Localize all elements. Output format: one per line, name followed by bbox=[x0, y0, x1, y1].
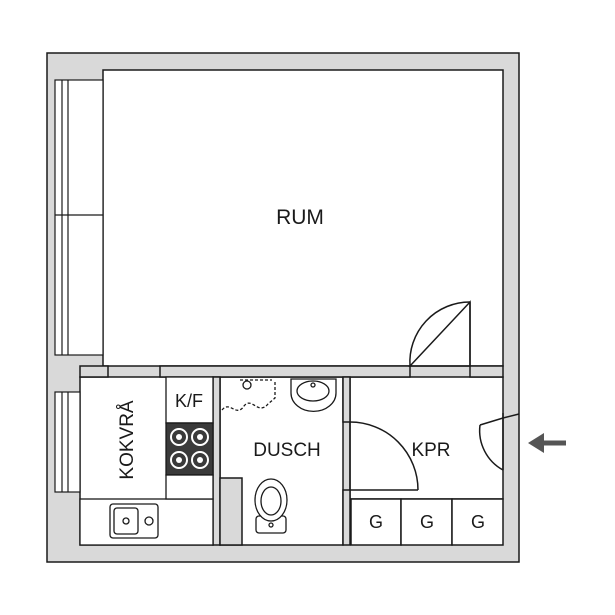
left-windows bbox=[54, 79, 104, 493]
partition-horizontal bbox=[159, 365, 411, 378]
door-bath bbox=[349, 421, 419, 491]
closets bbox=[350, 498, 504, 546]
room-label-kf: K/F bbox=[175, 391, 203, 411]
bath-fixtures bbox=[221, 378, 337, 534]
arrow-left-icon bbox=[528, 433, 566, 453]
closet-label: G bbox=[471, 512, 485, 532]
bath-inner-wall bbox=[219, 477, 243, 546]
closet-label: G bbox=[369, 512, 383, 532]
kitchen-fixtures bbox=[79, 376, 214, 546]
closet-label: G bbox=[420, 512, 434, 532]
hall-floor bbox=[349, 376, 504, 500]
fridge-freezer bbox=[165, 376, 214, 424]
room-label-kokvra: KOKVRÅ bbox=[117, 400, 138, 480]
partition-bath-hall bbox=[342, 376, 351, 423]
closet-3 bbox=[451, 498, 504, 546]
window-upper bbox=[54, 79, 104, 356]
room-label-rum: RUM bbox=[276, 206, 324, 229]
shower-curtain bbox=[221, 380, 276, 411]
room-label-dusch: DUSCH bbox=[253, 440, 321, 461]
room-rum-floor bbox=[102, 69, 504, 367]
doors bbox=[349, 300, 520, 491]
room-label-kpr: KPR bbox=[411, 440, 450, 461]
closet-1 bbox=[350, 498, 402, 546]
partition-kitchen-bath bbox=[212, 376, 221, 546]
partition-bath-hall-lower bbox=[342, 489, 351, 546]
partition-right-stub bbox=[469, 365, 504, 378]
partition-left-stub bbox=[79, 365, 109, 378]
shower-head bbox=[242, 380, 252, 390]
partitions bbox=[79, 365, 504, 546]
closet-2 bbox=[400, 498, 453, 546]
